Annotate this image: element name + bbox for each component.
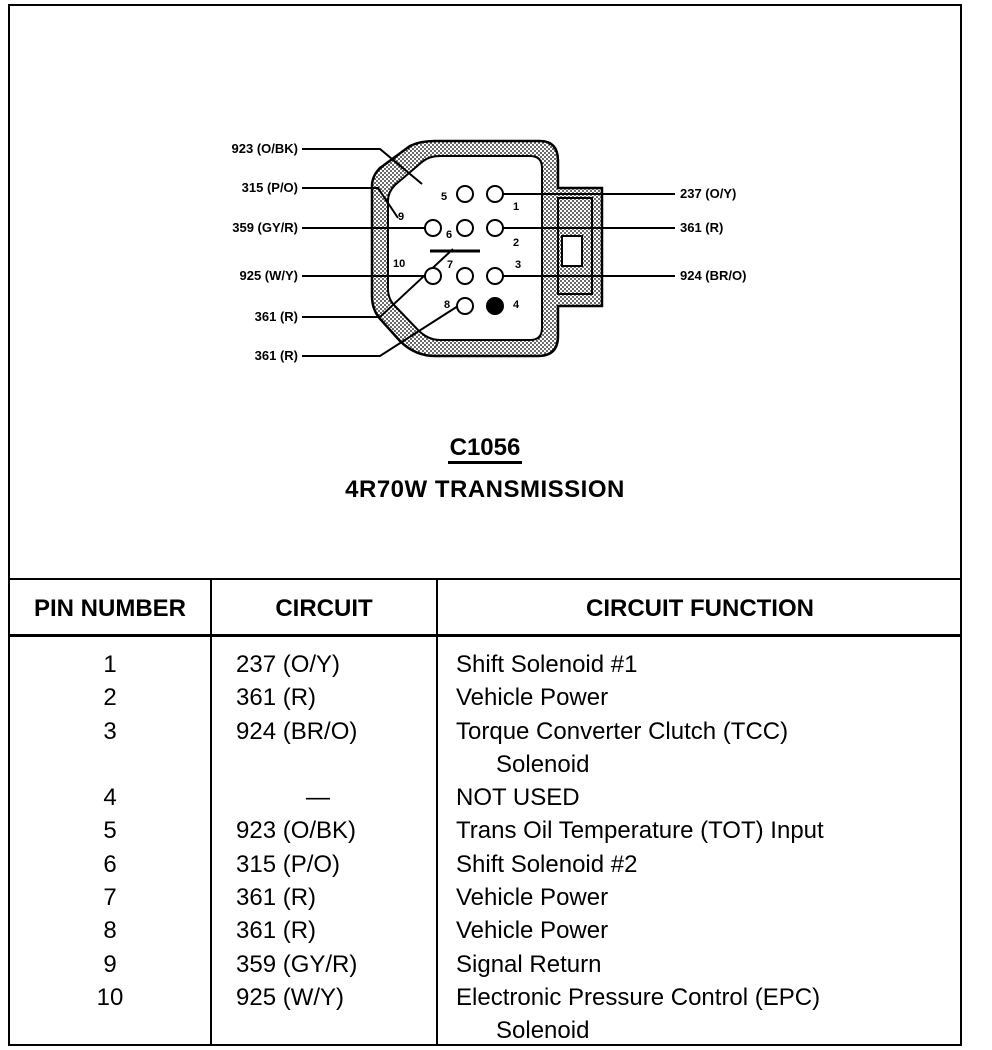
pinout-table: PIN NUMBER CIRCUIT CIRCUIT FUNCTION 1 23… <box>10 578 960 1046</box>
wire-label-237: 237 (O/Y) <box>680 186 736 201</box>
table-body: 1 237 (O/Y) Shift Solenoid #1 2 361 (R) … <box>10 648 960 1048</box>
column-separator <box>210 580 212 1046</box>
wire-label-361-c: 361 (R) <box>680 220 723 235</box>
pin-cavity-7 <box>456 267 474 285</box>
table-row: 4 — NOT USED <box>10 781 960 814</box>
function-cell: Vehicle Power <box>456 917 609 945</box>
pin-cavity-3 <box>486 267 504 285</box>
pin-cavity-8 <box>456 297 474 315</box>
table-row: 5 923 (O/BK) Trans Oil Temperature (TOT)… <box>10 814 960 847</box>
column-separator <box>436 580 438 1046</box>
pin-cell: 9 <box>103 950 117 978</box>
connector-diagram-area: 1 2 3 4 5 6 7 8 9 10 923 (O/BK) 315 (P/O… <box>10 6 960 578</box>
circuit-cell: 924 (BR/O) <box>236 717 358 745</box>
function-cell: Vehicle Power <box>456 884 609 912</box>
table-row: 6 315 (P/O) Shift Solenoid #2 <box>10 848 960 881</box>
leader-line-5 <box>302 148 423 185</box>
table-row: 10 925 (W/Y) Electronic Pressure Control… <box>10 981 960 1014</box>
function-cell: Vehicle Power <box>456 684 609 712</box>
wire-label-925: 925 (W/Y) <box>239 268 298 283</box>
circuit-cell: 359 (GY/R) <box>236 950 358 978</box>
pin-number-6: 6 <box>446 229 452 241</box>
table-row: 8 361 (R) Vehicle Power <box>10 914 960 947</box>
wire-label-923: 923 (O/BK) <box>232 141 298 156</box>
circuit-cell: 923 (O/BK) <box>236 817 357 845</box>
leader-line-8 <box>302 305 459 357</box>
pin-number-10: 10 <box>393 258 405 270</box>
function-cell: NOT USED <box>456 784 580 812</box>
function-cell-continuation: Solenoid <box>496 750 590 778</box>
function-cell: Shift Solenoid #1 <box>456 651 638 678</box>
circuit-cell: 315 (P/O) <box>236 850 341 878</box>
connector-id-text: C1056 <box>447 434 523 464</box>
pin-cell: 7 <box>103 884 117 912</box>
function-cell: Torque Converter Clutch (TCC) <box>456 717 789 745</box>
pin-number-2: 2 <box>513 237 519 249</box>
pin-number-1: 1 <box>513 201 519 213</box>
circuit-cell: 361 (R) <box>236 884 317 912</box>
table-row: 9 359 (GY/R) Signal Return <box>10 948 960 981</box>
pin-number-5: 5 <box>441 191 447 203</box>
pin-cavity-5 <box>456 185 474 203</box>
header-circuit: CIRCUIT <box>275 595 373 622</box>
table-row: 1 237 (O/Y) Shift Solenoid #1 <box>10 648 960 681</box>
function-cell: Trans Oil Temperature (TOT) Input <box>456 817 824 845</box>
connector-id: C1056 <box>10 434 960 464</box>
transmission-name: 4R70W TRANSMISSION <box>345 476 625 503</box>
function-cell: Shift Solenoid #2 <box>456 850 638 878</box>
pin-cell: 6 <box>103 850 117 878</box>
connector-housing-inner <box>387 155 543 341</box>
pin-cavity-10 <box>424 267 442 285</box>
diagram-frame: 1 2 3 4 5 6 7 8 9 10 923 (O/BK) 315 (P/O… <box>8 4 962 1046</box>
pin-cell: 4 <box>103 784 117 812</box>
wire-label-315: 315 (P/O) <box>242 180 298 195</box>
pin-number-4: 4 <box>513 299 520 311</box>
pin-cell: 5 <box>103 817 117 845</box>
wire-label-359: 359 (GY/R) <box>232 220 298 235</box>
pin-number-3: 3 <box>515 259 521 271</box>
wire-label-361-b: 361 (R) <box>255 348 298 363</box>
pin-cell: 3 <box>103 717 117 745</box>
leader-line-6 <box>302 187 399 219</box>
circuit-cell: — <box>306 784 330 812</box>
table-row: 7 361 (R) Vehicle Power <box>10 881 960 914</box>
table-row-continuation: Solenoid <box>10 748 960 781</box>
pin-number-9: 9 <box>398 211 404 223</box>
pin-cavity-9 <box>424 219 442 237</box>
function-cell: Signal Return <box>456 950 602 978</box>
pin-cell: 10 <box>96 983 124 1011</box>
wire-label-361-a: 361 (R) <box>255 309 298 324</box>
header-circuit-function: CIRCUIT FUNCTION <box>586 595 814 622</box>
function-cell-continuation: Solenoid <box>496 1017 590 1045</box>
function-cell: Electronic Pressure Control (EPC) <box>456 983 821 1011</box>
pin-cavity-2 <box>486 219 504 237</box>
pin-cell: 8 <box>103 917 117 945</box>
wire-label-924: 924 (BR/O) <box>680 268 746 283</box>
connector-diagram: 1 2 3 4 5 6 7 8 9 10 923 (O/BK) 315 (P/O… <box>232 139 746 363</box>
pin-cavity-6 <box>456 219 474 237</box>
circuit-cell: 361 (R) <box>236 917 317 945</box>
circuit-cell: 237 (O/Y) <box>236 651 341 678</box>
pin-cell: 1 <box>103 651 117 678</box>
table-row-continuation: Solenoid <box>10 1014 960 1047</box>
table-row: 2 361 (R) Vehicle Power <box>10 681 960 714</box>
pin-cell: 2 <box>103 684 117 712</box>
pin-cavity-1 <box>486 185 504 203</box>
pin-number-7: 7 <box>447 259 453 271</box>
table-row: 3 924 (BR/O) Torque Converter Clutch (TC… <box>10 715 960 748</box>
table-header: PIN NUMBER CIRCUIT CIRCUIT FUNCTION <box>10 580 960 637</box>
pin-cavity-4 <box>486 297 504 315</box>
pin-number-8: 8 <box>444 299 450 311</box>
latch-window <box>561 235 583 267</box>
circuit-cell: 925 (W/Y) <box>236 983 345 1011</box>
circuit-cell: 361 (R) <box>236 684 317 712</box>
header-pin-number: PIN NUMBER <box>33 595 186 622</box>
